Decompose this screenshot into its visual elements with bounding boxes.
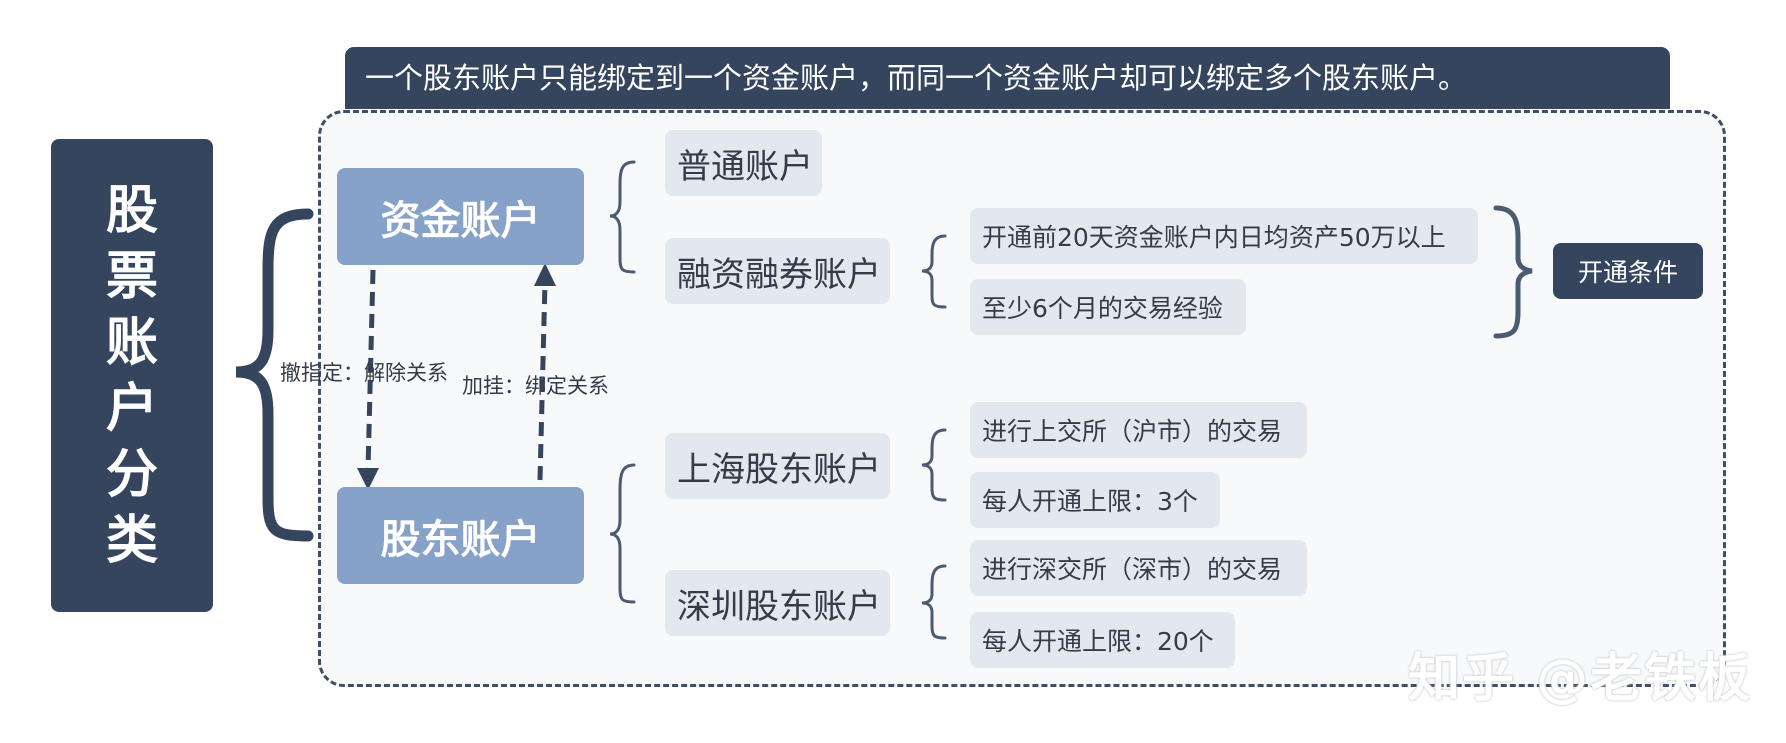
bind-arrow-line bbox=[537, 281, 548, 481]
margin-req-item: 开通前20天资金账户内日均资产50万以上 bbox=[970, 208, 1478, 264]
root-node-stock-account-classification: 股 票 账 户 分 类 bbox=[51, 139, 213, 612]
shanghai-account-node: 上海股东账户 bbox=[665, 433, 890, 499]
normal-account-node: 普通账户 bbox=[665, 130, 822, 196]
shenzhen-item: 每人开通上限：20个 bbox=[970, 612, 1235, 668]
brace-margin bbox=[921, 234, 947, 309]
unbind-arrowhead bbox=[357, 468, 379, 490]
brace-capital bbox=[609, 160, 636, 274]
watermark-text: 知乎 @老铁板 bbox=[1408, 649, 1753, 709]
bind-relation-label: 加挂：绑定关系 bbox=[462, 374, 609, 398]
brace-shenzhen bbox=[921, 564, 947, 640]
root-char: 分 bbox=[105, 444, 158, 505]
boundary-title-banner: 一个股东账户只能绑定到一个资金账户，而同一个资金账户却可以绑定多个股东账户。 bbox=[345, 47, 1670, 109]
shenzhen-item: 进行深交所（深市）的交易 bbox=[970, 540, 1307, 596]
root-char: 户 bbox=[105, 378, 158, 439]
capital-account-node: 资金账户 bbox=[337, 168, 584, 265]
shanghai-item: 进行上交所（沪市）的交易 bbox=[970, 402, 1307, 458]
brace-reqs bbox=[1493, 205, 1533, 339]
brace-shanghai bbox=[921, 428, 947, 502]
root-char: 类 bbox=[105, 510, 158, 571]
brace-shareholder bbox=[609, 463, 636, 604]
root-char: 账 bbox=[105, 312, 158, 373]
open-conditions-node: 开通条件 bbox=[1553, 243, 1703, 299]
margin-account-node: 融资融券账户 bbox=[665, 238, 890, 304]
root-brace bbox=[235, 208, 314, 542]
shareholder-account-node: 股东账户 bbox=[337, 487, 584, 584]
unbind-arrow-line bbox=[365, 269, 376, 471]
root-char: 股 bbox=[105, 180, 158, 241]
unbind-relation-label: 撤指定：解除关系 bbox=[280, 361, 448, 385]
root-char: 票 bbox=[105, 246, 158, 307]
bind-arrowhead bbox=[534, 263, 556, 286]
shenzhen-account-node: 深圳股东账户 bbox=[665, 570, 890, 636]
shanghai-item: 每人开通上限：3个 bbox=[970, 472, 1220, 528]
margin-req-item: 至少6个月的交易经验 bbox=[970, 279, 1246, 335]
